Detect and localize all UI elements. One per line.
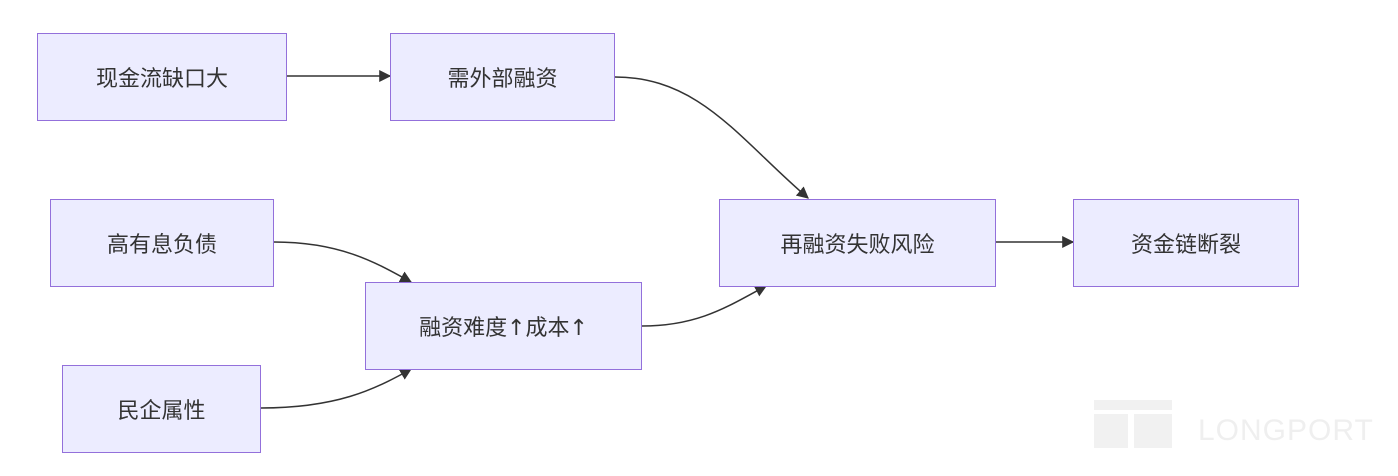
node-cash-flow-gap: 现金流缺口大 <box>37 33 287 121</box>
edge-external-to-refinance <box>614 76 809 199</box>
node-refinancing-risk: 再融资失败风险 <box>719 199 996 287</box>
node-external-financing: 需外部融资 <box>390 33 615 121</box>
node-label: 现金流缺口大 <box>95 67 228 92</box>
edge-private-to-difficulty <box>260 368 413 409</box>
node-label: 民企属性 <box>117 399 206 424</box>
node-financing-difficulty: 融资难度↑成本↑ <box>365 282 642 370</box>
node-funding-chain-break: 资金链断裂 <box>1073 199 1299 287</box>
longport-logo-icon <box>1094 400 1172 448</box>
edge-difficulty-to-refinance <box>641 285 768 327</box>
watermark-text: LONGPORT <box>1198 414 1374 447</box>
node-label: 高有息负债 <box>106 233 217 258</box>
node-private-enterprise: 民企属性 <box>62 365 261 453</box>
node-label: 资金链断裂 <box>1130 233 1241 258</box>
longport-watermark: LONGPORT <box>1094 398 1394 458</box>
node-interest-bearing-debt: 高有息负债 <box>50 199 274 287</box>
node-label: 融资难度↑成本↑ <box>419 316 588 341</box>
edge-debt-to-difficulty <box>273 241 413 283</box>
node-label: 需外部融资 <box>447 67 558 92</box>
node-label: 再融资失败风险 <box>780 233 935 258</box>
